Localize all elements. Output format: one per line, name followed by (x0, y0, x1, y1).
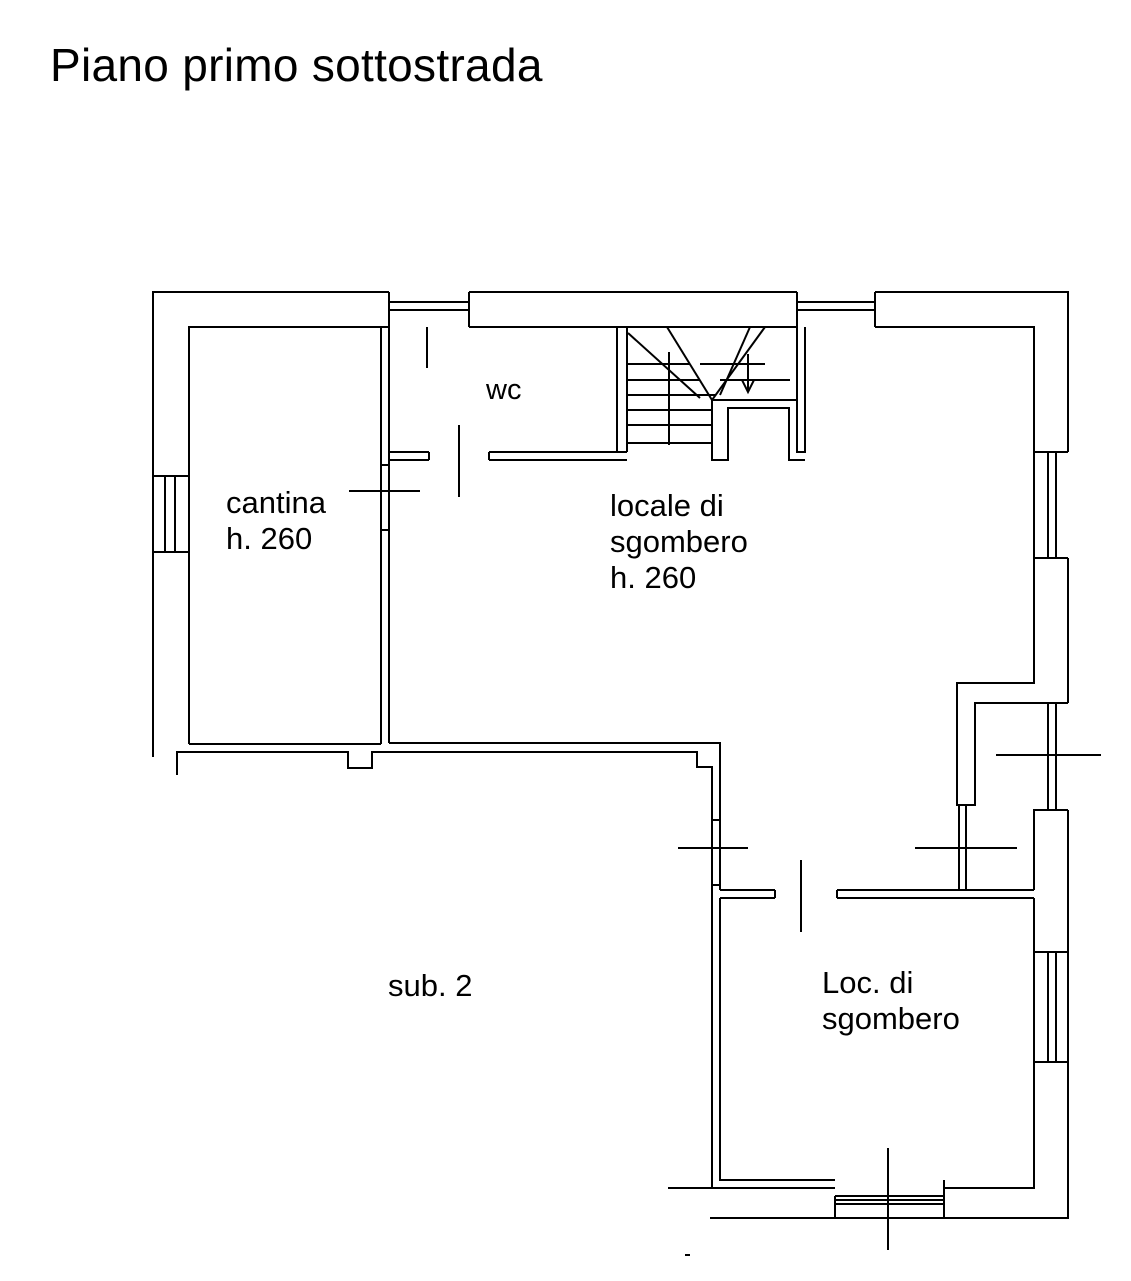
interior-walls (176, 327, 1068, 1256)
door-markers (349, 327, 1101, 1250)
room-label-sub2: sub. 2 (388, 968, 472, 1004)
loc2-name-line2: sgombero (822, 1001, 960, 1036)
loc2-name-line1: Loc. di (822, 965, 914, 1000)
locale-height: h. 260 (610, 560, 697, 595)
staircase (626, 326, 806, 461)
room-label-locale-di-sgombero: locale di sgombero h. 260 (610, 488, 748, 596)
room-label-wc: wc (486, 372, 521, 408)
room-label-cantina: cantina h. 260 (226, 485, 326, 557)
window-locale (1034, 451, 1068, 559)
locale-name-line1: locale di (610, 488, 724, 523)
cantina-height: h. 260 (226, 521, 313, 556)
window-wc (388, 292, 470, 327)
sub2-name: sub. 2 (388, 968, 473, 1003)
locale-name-line2: sgombero (610, 524, 748, 559)
window-stairs (796, 292, 876, 327)
outer-walls (152, 291, 1069, 1219)
cantina-name: cantina (226, 485, 326, 520)
page-title: Piano primo sottostrada (50, 39, 543, 91)
wc-name: wc (486, 374, 522, 406)
window-cantina (164, 476, 176, 552)
room-label-loc-di-sgombero: Loc. di sgombero (822, 965, 960, 1037)
